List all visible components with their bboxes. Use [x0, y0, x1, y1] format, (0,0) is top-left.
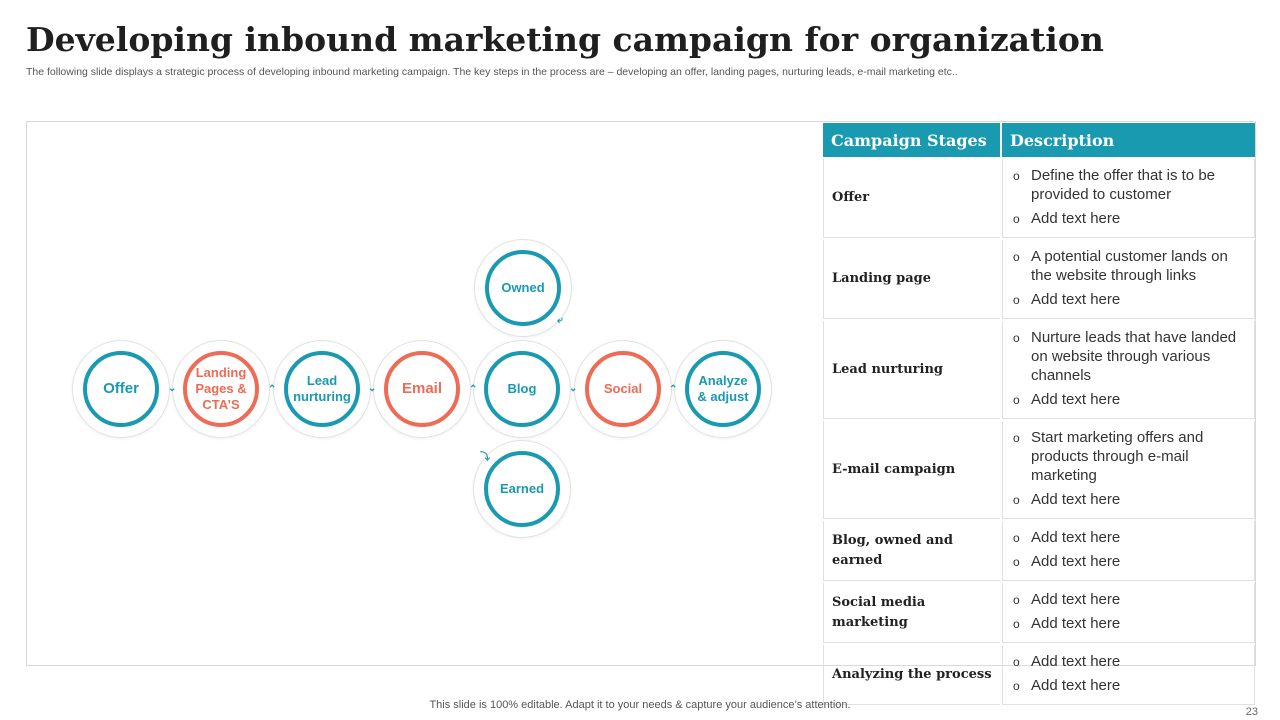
landing-pages-label: Landing Pages & CTA’S [195, 365, 247, 412]
stage-cell: Analyzing the process [823, 645, 1000, 705]
curved-arrow-icon: ⤵ [480, 452, 490, 463]
earned-label: Earned [499, 481, 545, 496]
blog-label: Blog [507, 381, 537, 396]
header-description: Description [1002, 123, 1255, 157]
lead-nurturing-label: Lead nurturing [293, 373, 351, 404]
social-label: Social [603, 381, 643, 396]
bullet-circle-icon: o [1013, 493, 1020, 507]
stage-cell: Social media marketing [823, 583, 1000, 643]
offer-label: Offer [103, 380, 139, 397]
bullet-circle-icon: o [1013, 531, 1020, 545]
bullet-circle-icon: o [1013, 655, 1020, 669]
stage-cell: Blog, owned and earned [823, 521, 1000, 581]
arrow-down-icon: ⌄ [368, 383, 377, 394]
bullet-circle-icon: o [1013, 593, 1020, 607]
bullet-circle-icon: o [1013, 331, 1020, 345]
stage-cell: E-mail campaign [823, 421, 1000, 519]
slide-footer: This slide is 100% editable. Adapt it to… [429, 699, 851, 711]
bullet-circle-icon: o [1013, 212, 1020, 226]
curved-arrow-icon: ⤶ [557, 315, 563, 326]
stage-cell: Lead nurturing [823, 321, 1000, 419]
offer-node: Offer [72, 340, 170, 438]
lead-nurturing-node: Lead nurturing [273, 340, 371, 438]
analyze-label: Analyze & adjust [697, 373, 749, 404]
earned-node: Earned [473, 440, 571, 538]
process-diagram: Owned Offer Landing Pages & CTA’S Lead n… [26, 121, 821, 666]
header-campaign-stages: Campaign Stages [823, 123, 1000, 157]
blog-node: Blog [473, 340, 571, 438]
arrow-up-icon: ⌃ [268, 384, 277, 395]
slide-title: Developing inbound marketing campaign fo… [26, 20, 1104, 59]
analyze-node: Analyze & adjust [674, 340, 772, 438]
bullet-circle-icon: o [1013, 617, 1020, 631]
email-node: Email [373, 340, 471, 438]
owned-label: Owned [501, 280, 545, 295]
social-node: Social [574, 340, 672, 438]
owned-node: Owned [474, 239, 572, 337]
bullet-circle-icon: o [1013, 293, 1020, 307]
bullet-circle-icon: o [1013, 250, 1020, 264]
page-number: 23 [1245, 706, 1258, 718]
arrow-down-icon: ⌄ [569, 383, 578, 394]
stage-cell: Offer [823, 159, 1000, 238]
bullet-circle-icon: o [1013, 169, 1020, 183]
arrow-up-icon: ⌃ [469, 384, 478, 395]
email-label: Email [401, 380, 443, 397]
content-frame [26, 121, 1256, 666]
bullet-circle-icon: o [1013, 431, 1020, 445]
bullet-circle-icon: o [1013, 393, 1020, 407]
arrow-down-icon: ⌄ [168, 383, 177, 394]
bullet-circle-icon: o [1013, 555, 1020, 569]
stage-cell: Landing page [823, 240, 1000, 319]
landing-pages-node: Landing Pages & CTA’S [172, 340, 270, 438]
bullet-circle-icon: o [1013, 679, 1020, 693]
arrow-up-icon: ⌃ [669, 384, 678, 395]
slide-subtitle: The following slide displays a strategic… [26, 66, 958, 78]
